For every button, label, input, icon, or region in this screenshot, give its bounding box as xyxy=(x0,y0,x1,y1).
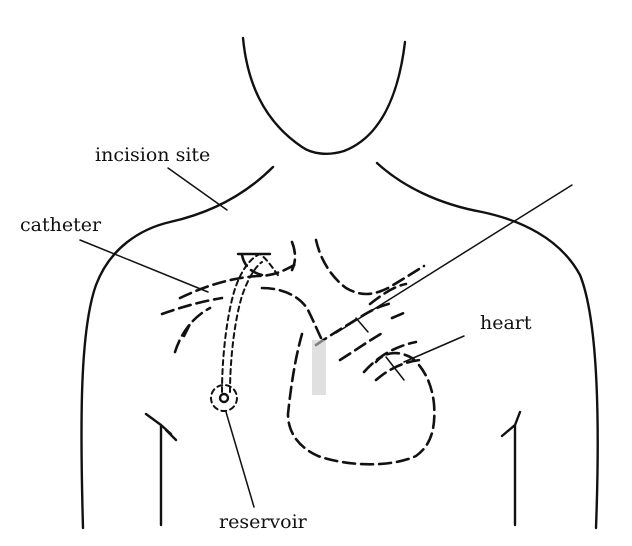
heart-inner-right xyxy=(362,340,418,374)
incision-leader xyxy=(167,167,228,211)
heart-inner-lower xyxy=(374,358,422,382)
left-shoulder-outline xyxy=(80,165,275,530)
diagonal-pointer-line xyxy=(335,184,573,334)
catheter-leader xyxy=(79,239,209,293)
reservoir-leader xyxy=(225,411,255,508)
vessel-left-small xyxy=(182,322,192,338)
vessel-right-outer xyxy=(368,282,408,306)
reservoir-inner xyxy=(218,392,230,404)
vessel-aorta xyxy=(314,301,394,347)
vessel-neck-mid xyxy=(290,240,297,272)
vessel-pulmonary xyxy=(338,330,386,362)
diagonal-pointer-tick xyxy=(355,317,369,333)
vessel-neck-right xyxy=(314,238,426,296)
vessel-neck-left xyxy=(240,253,264,277)
incision-site-label: incision site xyxy=(95,144,211,166)
vessel-small-right xyxy=(390,310,408,320)
reservoir-outer xyxy=(210,384,238,412)
catheter-line-inner xyxy=(229,261,263,393)
vessel-left-branch xyxy=(173,306,212,354)
catheter-line xyxy=(221,253,281,393)
vessel-lower-left xyxy=(160,296,224,316)
heart-outline xyxy=(286,332,436,466)
heart-leader-tick xyxy=(385,356,405,381)
heart-label: heart xyxy=(480,312,532,334)
atrium-shading xyxy=(312,340,326,395)
right-arm-crease xyxy=(500,410,522,527)
catheter-label: catheter xyxy=(20,214,102,236)
heart-leader xyxy=(403,335,465,363)
reservoir-label: reservoir xyxy=(219,511,307,533)
neck-left-outline xyxy=(241,36,407,155)
left-arm-crease xyxy=(144,412,178,527)
vessel-svc xyxy=(260,286,324,342)
right-shoulder-outline xyxy=(375,161,599,530)
